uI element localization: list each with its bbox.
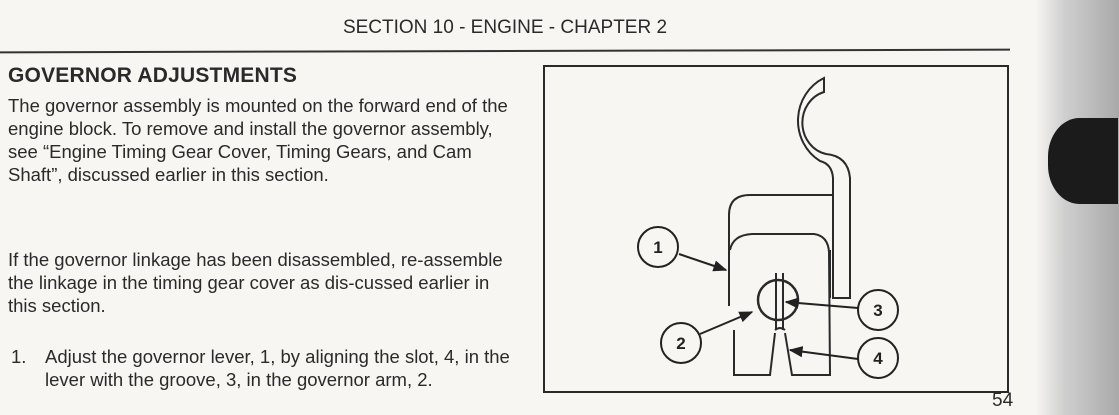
lever-inner — [729, 233, 832, 376]
callout-arrow-2 — [699, 311, 754, 335]
section-header: SECTION 10 - ENGINE - CHAPTER 2 — [342, 17, 668, 38]
callout-2: 2 — [676, 334, 685, 353]
section-heading: GOVERNOR ADJUSTMENTS — [8, 64, 298, 87]
step-number: 1. — [11, 346, 27, 367]
callout-arrow-3 — [784, 297, 859, 309]
figure-number: 54 — [992, 390, 1014, 411]
callout-1: 1 — [653, 238, 662, 257]
callout-arrow-4 — [788, 346, 859, 360]
figure-frame — [543, 65, 1009, 393]
step-item: 1. Adjust the governor lever, 1, by alig… — [8, 345, 523, 391]
governor-arm-shaft — [756, 278, 800, 322]
paragraph-linkage: If the governor linkage has been disasse… — [8, 249, 503, 316]
callout-3: 3 — [873, 301, 882, 320]
callout-4: 4 — [873, 349, 883, 368]
callout-arrow-1 — [678, 253, 728, 272]
binder-hole — [1048, 118, 1118, 204]
governor-figure: 1 2 3 4 — [543, 65, 1009, 393]
paragraph-intro: The governor assembly is mounted on the … — [8, 95, 508, 185]
step-text: Adjust the governor lever, 1, by alignin… — [45, 346, 510, 390]
governor-arm-hook — [797, 76, 851, 299]
page-edge-shadow — [1035, 0, 1119, 415]
lever-outer — [728, 194, 833, 306]
